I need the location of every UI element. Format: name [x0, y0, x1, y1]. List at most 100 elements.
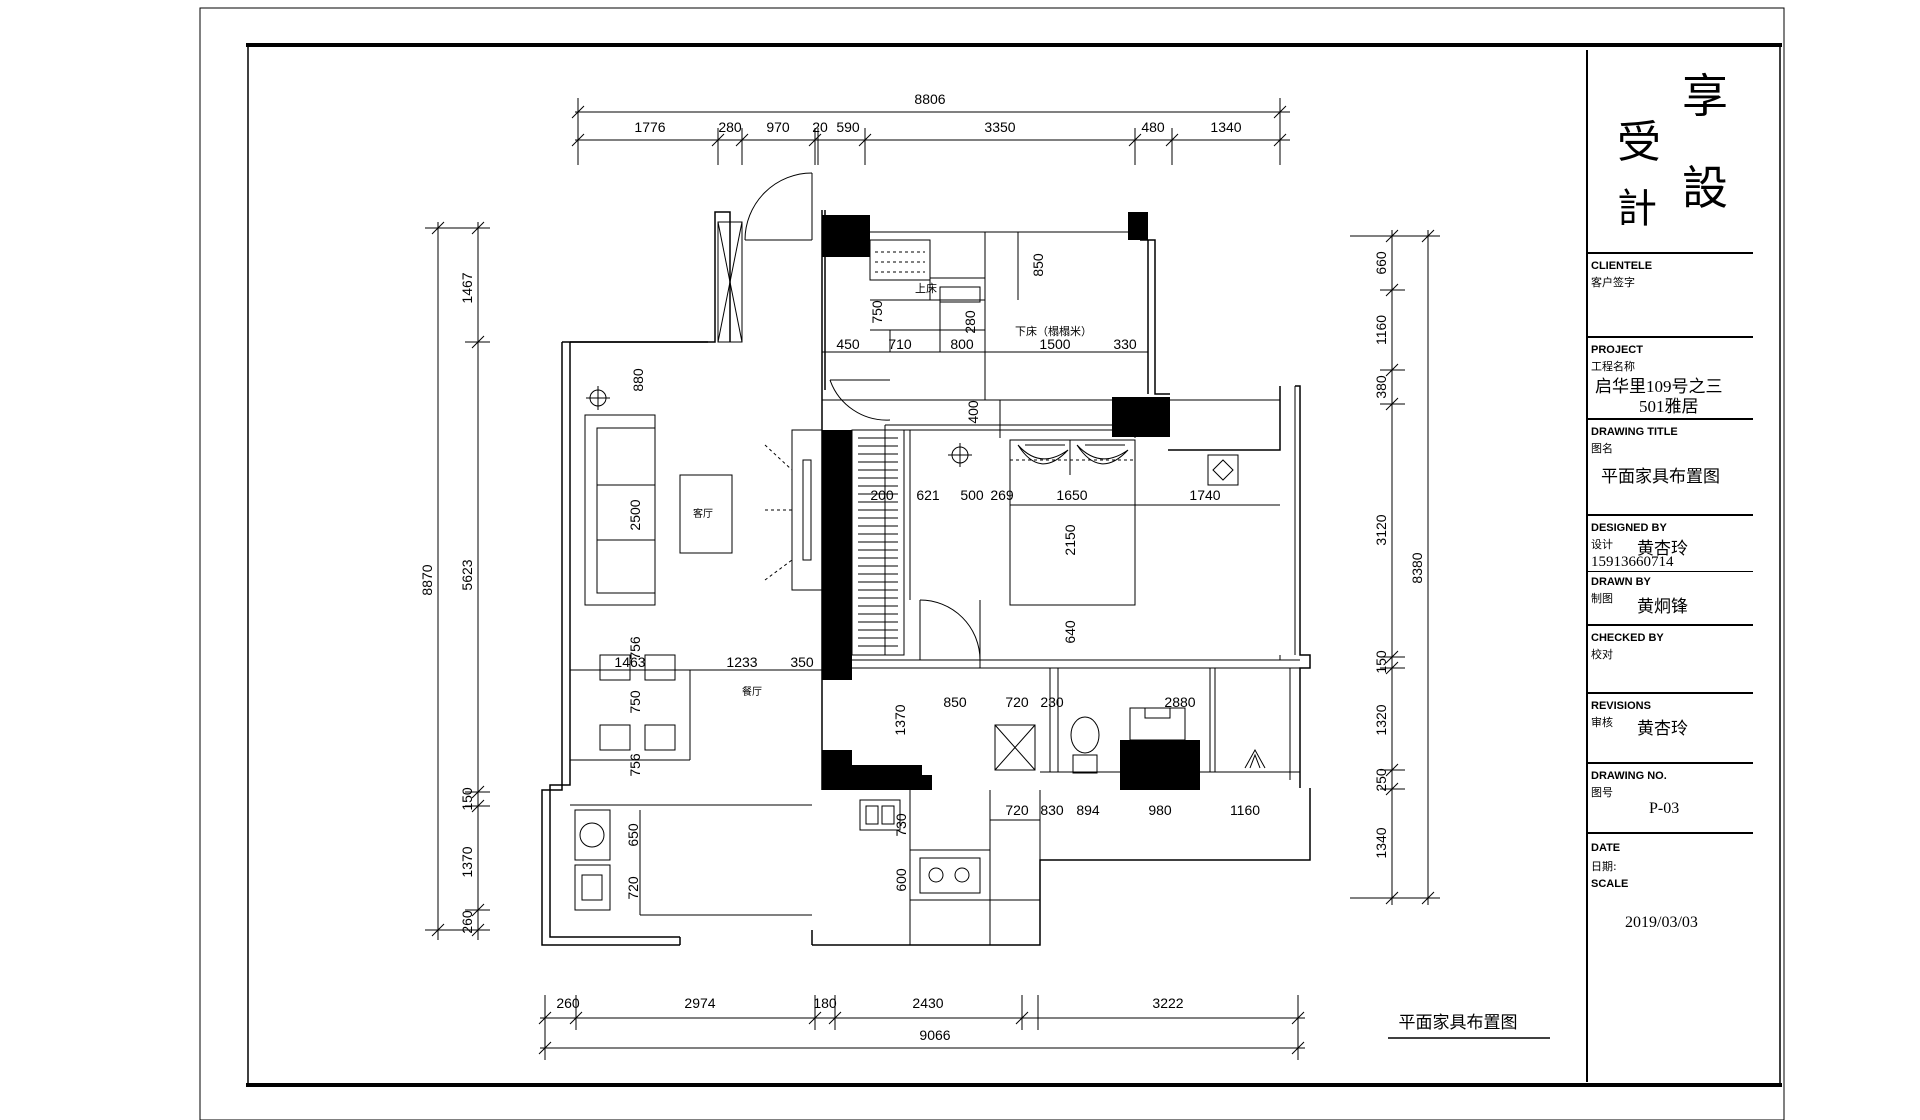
tv-cabinet: [791, 429, 823, 591]
dim-bottom-3: 180: [813, 995, 837, 1011]
svg-text:2880: 2880: [1164, 694, 1195, 710]
svg-text:1650: 1650: [1056, 487, 1087, 503]
dim-right-8: 1340: [1373, 827, 1389, 858]
row-drawing-title: DRAWING TITLE 图名 平面家具布置图: [1587, 420, 1753, 516]
dim-bottom-4: 2430: [912, 995, 943, 1011]
top-dimensions: [571, 98, 1290, 165]
dim-top-1: 1776: [634, 119, 665, 135]
svg-text:720: 720: [1005, 802, 1029, 818]
dim-right-total: 8380: [1409, 552, 1425, 583]
dim-top-2: 280: [718, 119, 742, 135]
dim-top-3: 970: [766, 119, 790, 135]
svg-text:830: 830: [1040, 802, 1064, 818]
svg-text:1463: 1463: [614, 654, 645, 670]
dim-top-7: 480: [1141, 119, 1165, 135]
dim-top-5: 590: [836, 119, 860, 135]
dim-bottom-2: 2974: [684, 995, 715, 1011]
svg-text:1500: 1500: [1039, 336, 1070, 352]
svg-text:756: 756: [627, 753, 643, 777]
master-bed: [1009, 439, 1136, 606]
project-name-line1: 启华里109号之三: [1595, 377, 1723, 396]
kitchen-fixtures: [859, 799, 1040, 894]
interior-partitions: [822, 231, 1300, 945]
bathroom-fixtures: [994, 707, 1266, 774]
svg-text:640: 640: [1062, 620, 1078, 644]
svg-text:280: 280: [962, 310, 978, 334]
logo: 享 受 設 計: [1587, 52, 1753, 254]
dim-top-6: 3350: [984, 119, 1015, 135]
row-designed-by: DESIGNED BY 设计 黄杏玲 15913660714: [1587, 516, 1753, 572]
svg-text:894: 894: [1076, 802, 1100, 818]
date-value: 2019/03/03: [1625, 914, 1698, 931]
dim-right-6: 1320: [1373, 704, 1389, 735]
svg-text:720: 720: [1005, 694, 1029, 710]
dim-right-4: 3120: [1373, 514, 1389, 545]
svg-text:650: 650: [625, 823, 641, 847]
svg-text:1740: 1740: [1189, 487, 1220, 503]
svg-text:600: 600: [893, 868, 909, 892]
svg-text:450: 450: [836, 336, 860, 352]
window-left-top: [717, 221, 743, 343]
entrance-door: [744, 172, 813, 241]
room-upper-bed: 上床: [915, 281, 937, 295]
svg-text:2150: 2150: [1062, 524, 1078, 555]
svg-text:750: 750: [869, 300, 885, 324]
svg-text:756: 756: [627, 636, 643, 660]
title-block: 享 受 設 計 CLIENTELE 客户签字 PROJECT 工程名称 启华里1…: [1587, 52, 1753, 1072]
row-project: PROJECT 工程名称 启华里109号之三 501雅居: [1587, 338, 1753, 420]
dim-right-7: 250: [1373, 768, 1389, 792]
svg-text:710: 710: [888, 336, 912, 352]
coffee-table: [679, 474, 733, 554]
svg-text:621: 621: [916, 487, 940, 503]
wall-columns: [822, 212, 1200, 790]
logo-char-3: 設: [1682, 161, 1728, 215]
bottom-dimensions: [538, 995, 1305, 1060]
logo-char-4: 計: [1617, 186, 1657, 232]
dim-right-5: 150: [1373, 650, 1389, 674]
dim-left-3: 150: [459, 787, 475, 811]
reviewer-name: 黄杏玲: [1637, 719, 1688, 738]
interior-dimensions: 850 750 450 710 800 1500 330 280 880 400…: [614, 253, 1260, 900]
svg-text:850: 850: [1030, 253, 1046, 277]
logo-char-2: 受: [1617, 117, 1661, 168]
svg-text:880: 880: [630, 368, 646, 392]
svg-text:850: 850: [943, 694, 967, 710]
svg-text:750: 750: [627, 690, 643, 714]
row-drawing-no: DRAWING NO. 图号 P-03: [1587, 764, 1753, 834]
sheet-outer-border: [199, 7, 1785, 1120]
left-dimensions: [425, 221, 490, 940]
light-symbols: [586, 386, 972, 467]
svg-text:350: 350: [790, 654, 814, 670]
svg-text:330: 330: [1113, 336, 1137, 352]
row-revisions: REVISIONS 审核 黄杏玲: [1587, 694, 1753, 764]
svg-text:730: 730: [893, 813, 909, 837]
svg-text:500: 500: [960, 487, 984, 503]
svg-text:230: 230: [1040, 694, 1064, 710]
svg-text:980: 980: [1148, 802, 1172, 818]
svg-text:720: 720: [625, 876, 641, 900]
svg-text:1370: 1370: [892, 704, 908, 735]
dim-bottom-1: 260: [556, 995, 580, 1011]
designer-phone: 15913660714: [1591, 554, 1674, 570]
dim-top-total: 8806: [914, 91, 945, 107]
drawing-caption: 平面家具布置图: [1399, 1013, 1518, 1033]
kids-room-furniture: [869, 239, 986, 353]
dim-top-8: 1340: [1210, 119, 1241, 135]
right-dimensions: [1350, 229, 1440, 905]
walls: [541, 210, 1311, 946]
dim-left-5: 260: [459, 910, 475, 934]
dim-bottom-total: 9066: [919, 1027, 950, 1043]
row-drawn-by: DRAWN BY 制图 黄炯锋: [1587, 572, 1753, 626]
dim-left-2: 5623: [459, 559, 475, 590]
designer-name: 黄杏玲: [1637, 539, 1688, 558]
drawing-number: P-03: [1649, 800, 1680, 817]
dim-right-3: 380: [1373, 375, 1389, 399]
svg-text:400: 400: [965, 400, 981, 424]
svg-text:200: 200: [870, 487, 894, 503]
dim-bottom-5: 3222: [1152, 995, 1183, 1011]
wardrobe-hatching: [851, 429, 905, 656]
svg-text:800: 800: [950, 336, 974, 352]
room-living: 客厅: [693, 507, 713, 520]
row-clientele: CLIENTELE 客户签字: [1587, 254, 1753, 338]
